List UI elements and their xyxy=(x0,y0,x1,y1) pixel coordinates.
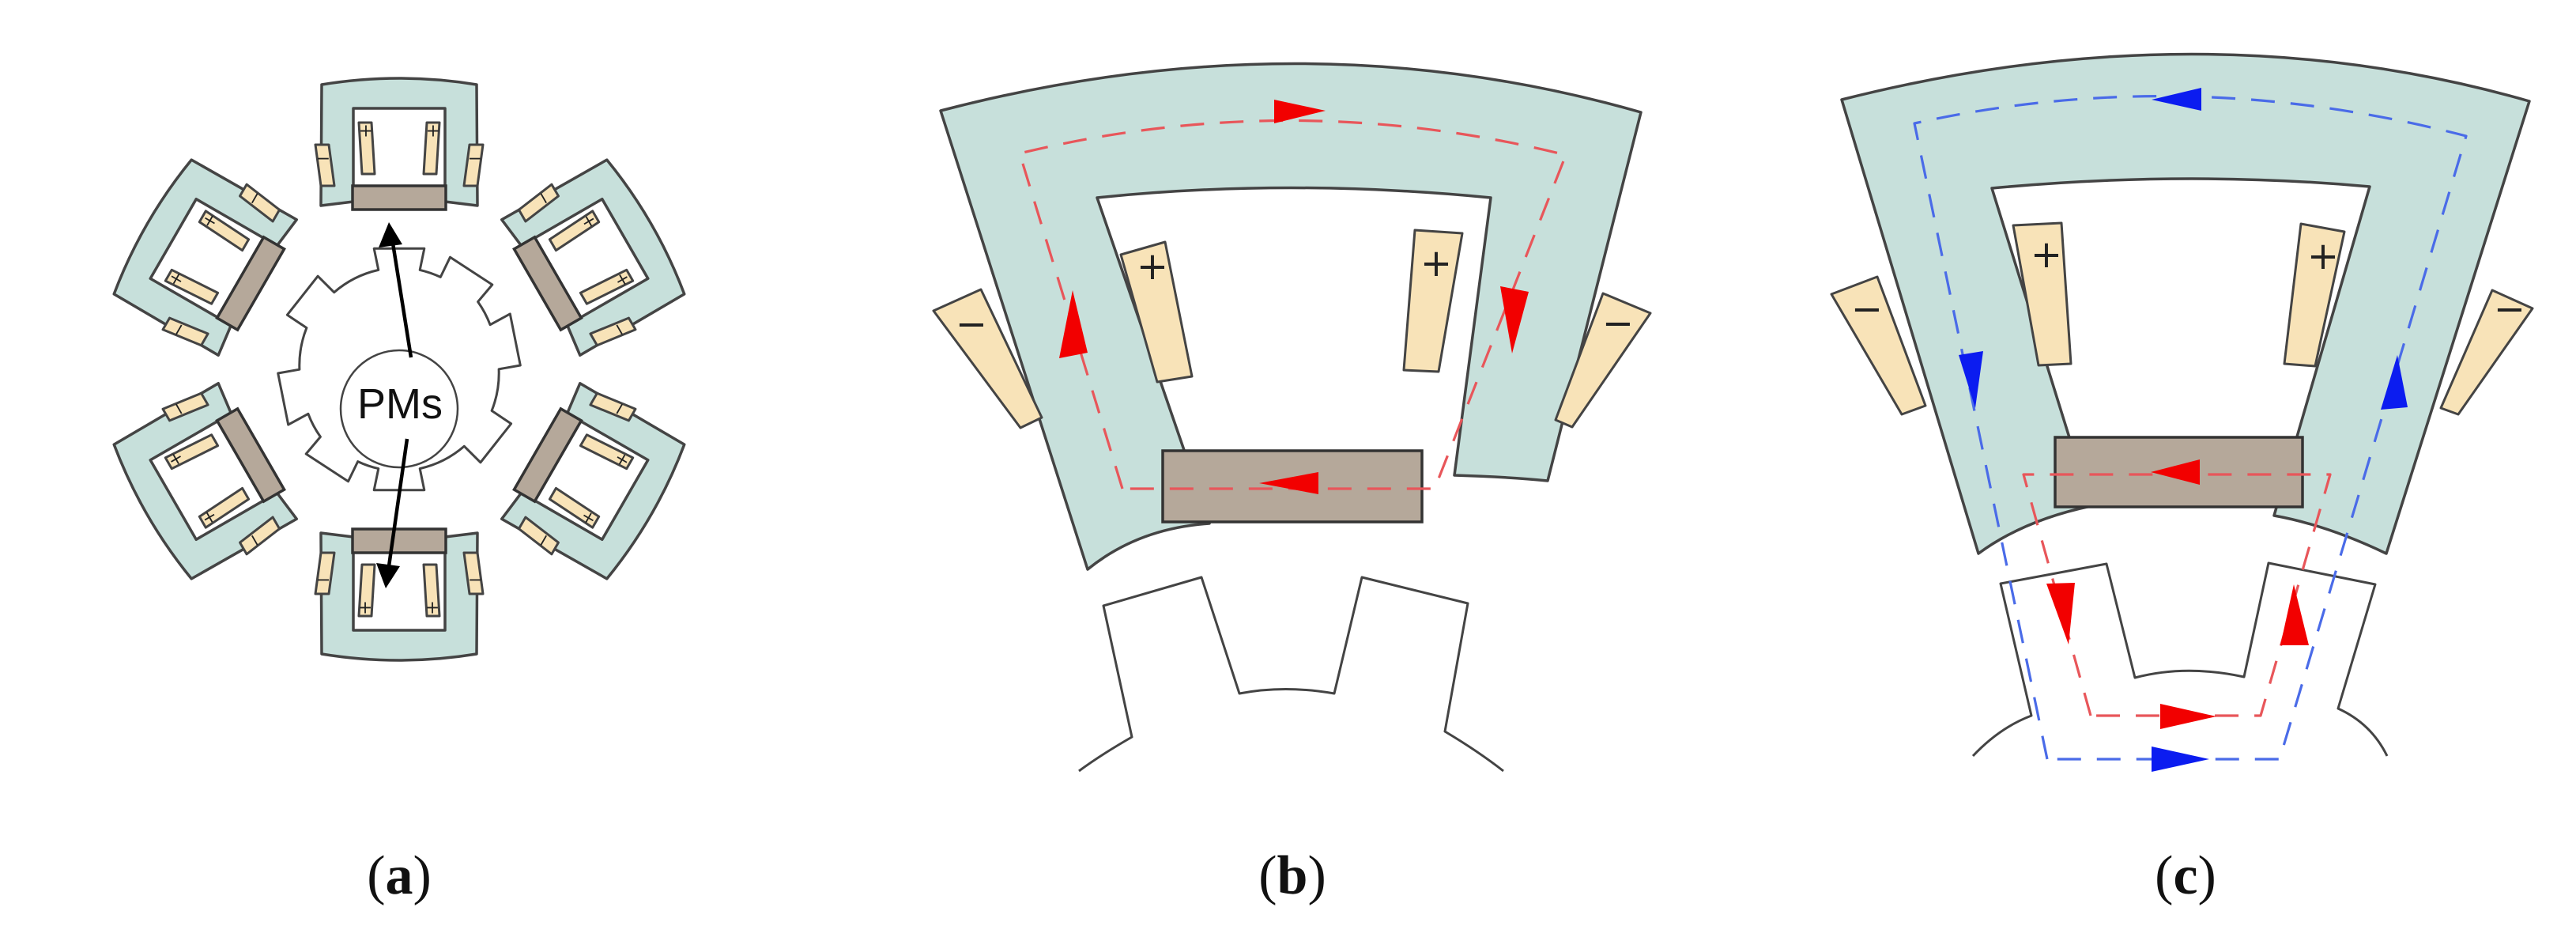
coil-b-inner-right xyxy=(1402,229,1464,373)
coil-c-inner-right-sign: + xyxy=(2307,234,2339,278)
coil-c-outer-left xyxy=(1830,275,1927,416)
coil-c-inner-right xyxy=(2283,222,2346,368)
pm-label: PMs xyxy=(357,380,443,428)
pm-flux-path-c xyxy=(2022,473,2332,717)
pm-flux-arrow-c-top xyxy=(2151,459,2200,485)
pm-pointer-down xyxy=(385,438,409,578)
coil-flux-arrow-c-left xyxy=(1959,351,1983,408)
coil-b-inner-left xyxy=(1119,240,1194,384)
panel-b: + + − − xyxy=(932,62,1652,773)
coil-b-outer-right-sign: − xyxy=(1602,301,1634,346)
stator-module-top xyxy=(314,77,485,211)
shaft-a xyxy=(339,349,459,469)
coil-c-outer-left-sign: − xyxy=(1851,287,1883,331)
coil-flux-arrow-c-right xyxy=(2381,355,2408,410)
caption-c: (c) xyxy=(2155,845,2216,906)
pm-flux-arrow-c-left xyxy=(2046,583,2075,644)
coil-b-inner-left-sign: + xyxy=(1137,244,1168,289)
pm-pointer-down-arrowhead xyxy=(376,563,400,588)
rotor-b-teeth xyxy=(1078,576,1504,773)
coil-flux-arrow-c-bottom xyxy=(2152,746,2209,772)
coil-flux-path-c xyxy=(1913,95,2468,761)
coil-b-inner-right-sign: + xyxy=(1420,241,1452,285)
caption-b: (b) xyxy=(1258,845,1326,906)
pm-flux-arrow-c-bottom xyxy=(2160,704,2216,729)
stator-module-top-left xyxy=(104,149,304,364)
coil-c-inner-left-sign: + xyxy=(2031,232,2062,277)
flux-arrow-b-right xyxy=(1500,286,1529,353)
coil-c-outer-right-sign: − xyxy=(2494,287,2525,331)
coil-b-outer-left xyxy=(932,288,1043,429)
panel-c: + + − − xyxy=(1830,52,2534,772)
rotor-c-teeth xyxy=(1971,561,2389,758)
panel-a: PMs xyxy=(104,77,695,662)
pm-pointer-up xyxy=(389,232,413,358)
stator-module-top-right xyxy=(494,149,695,364)
flux-arrow-b-left xyxy=(1059,290,1088,358)
coil-flux-arrow-c-top xyxy=(2152,88,2201,111)
stator-module-b xyxy=(939,62,1643,571)
pm-flux-path-b xyxy=(1018,119,1567,490)
flux-arrow-b-top xyxy=(1274,100,1326,123)
coil-c-outer-right xyxy=(2439,289,2534,416)
flux-arrow-b-bottom xyxy=(1259,472,1318,494)
caption-a: (a) xyxy=(367,845,432,906)
coil-c-inner-left xyxy=(2012,221,2072,367)
pm-pointer-up-arrowhead xyxy=(379,222,402,248)
stator-module-bottom-right xyxy=(494,375,695,589)
stator-module-bottom xyxy=(314,527,485,662)
coil-b-outer-left-sign: − xyxy=(956,302,987,346)
stator-module-bottom-left xyxy=(104,375,304,589)
pm-flux-arrow-c-right xyxy=(2280,584,2309,645)
coil-b-outer-right xyxy=(1554,292,1652,429)
